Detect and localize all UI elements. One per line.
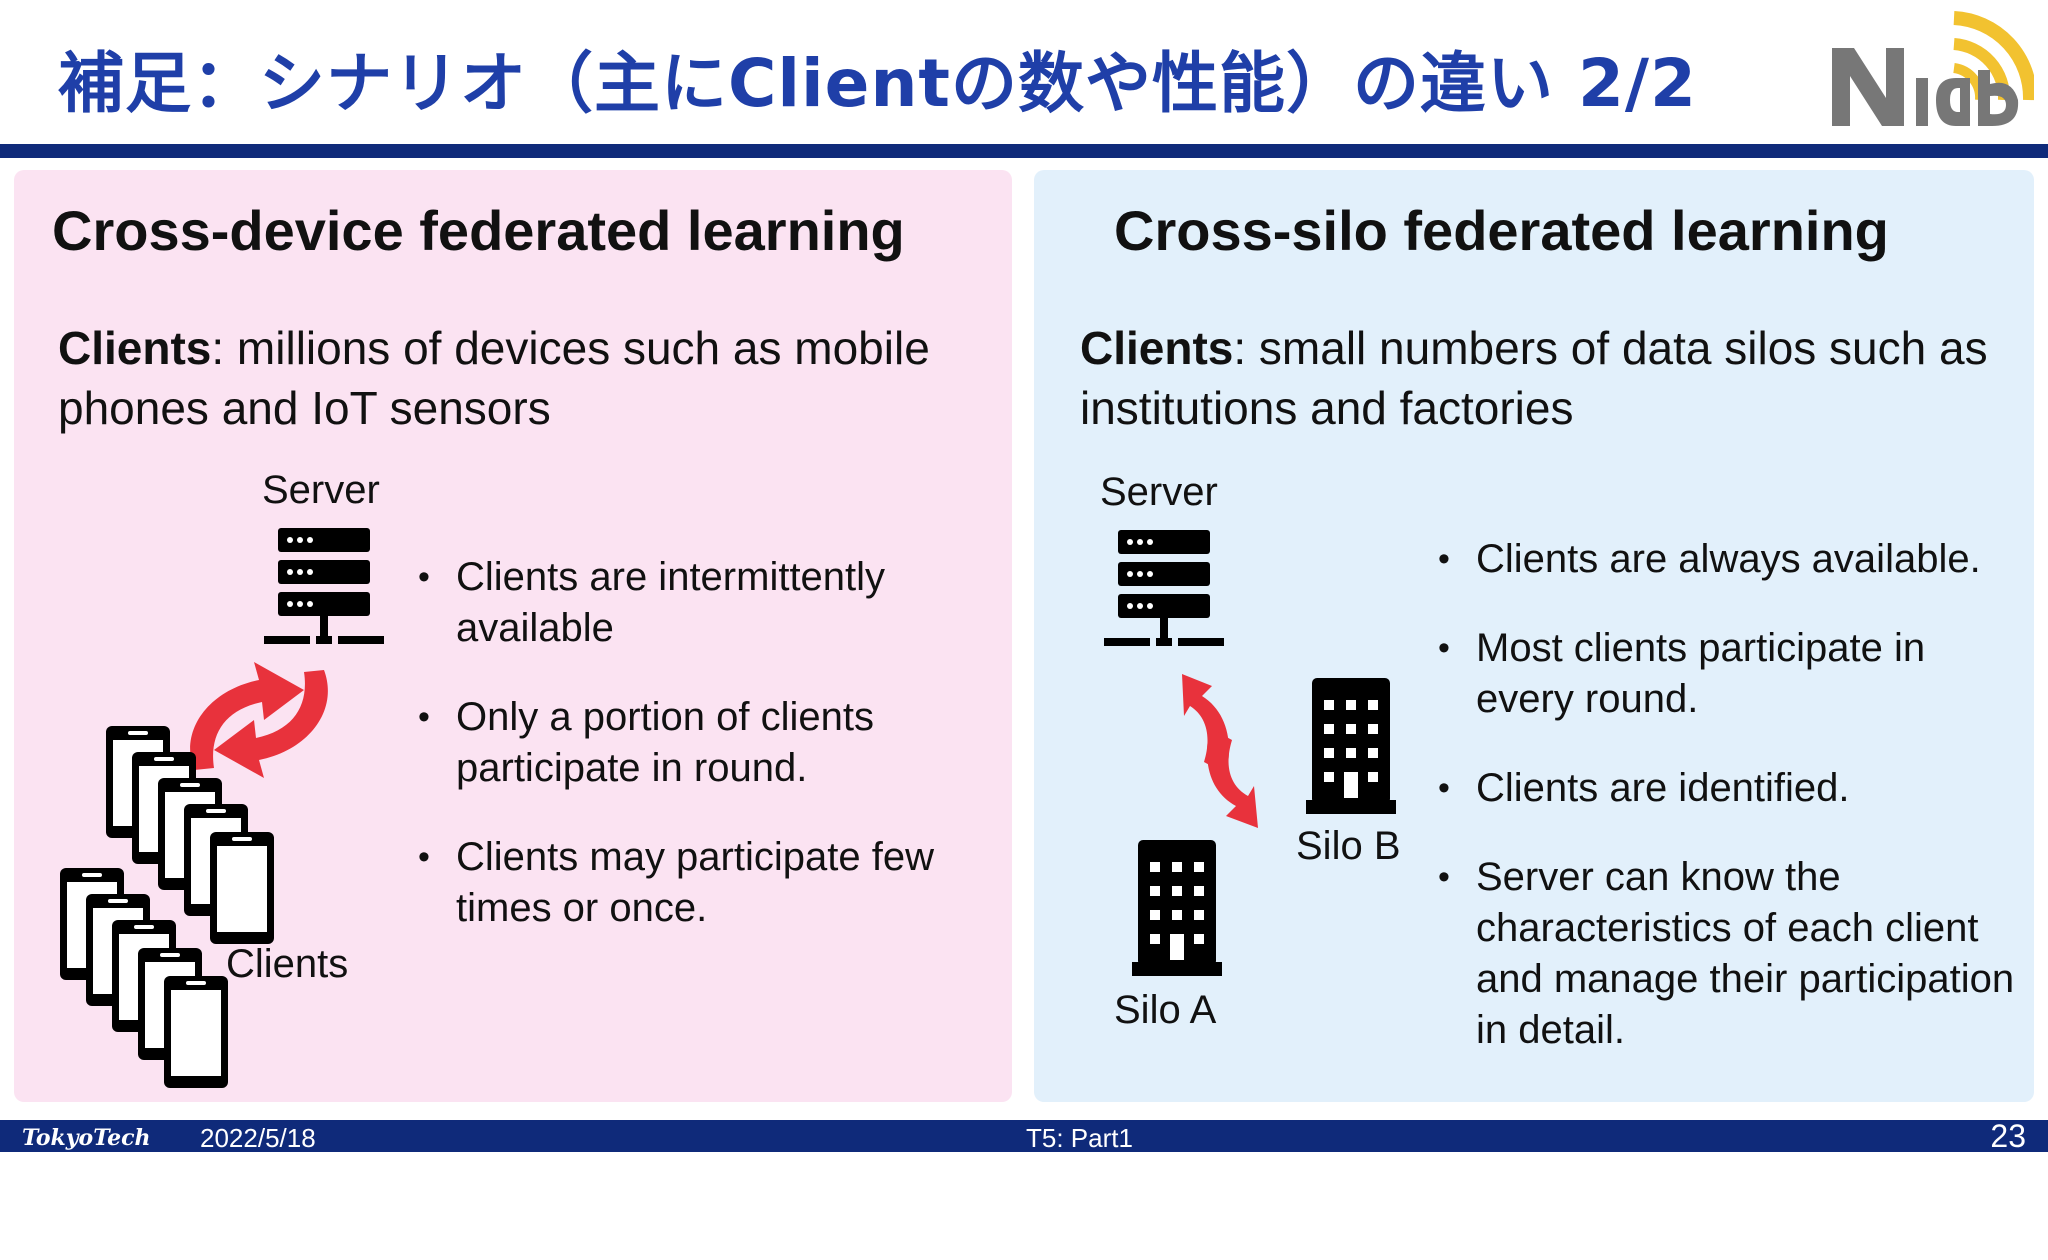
server-label: Server bbox=[1100, 470, 1218, 514]
cross-silo-description: Clients: small numbers of data silos suc… bbox=[1080, 318, 2010, 438]
title-rule bbox=[0, 144, 2048, 158]
cross-device-heading: Cross-device federated learning bbox=[52, 199, 905, 262]
server-icon bbox=[1104, 530, 1224, 646]
clients-term: Clients bbox=[1080, 322, 1234, 374]
silo-b-label: Silo B bbox=[1296, 824, 1401, 868]
phone-stack-icon bbox=[60, 726, 274, 1088]
cross-device-bullets: Clients are intermittently available Onl… bbox=[416, 552, 976, 934]
list-item: Server can know the characteristics of e… bbox=[1436, 852, 2016, 1056]
sync-arrows-icon bbox=[190, 662, 328, 778]
building-icon bbox=[1306, 678, 1396, 814]
server-icon bbox=[264, 528, 384, 644]
cross-silo-bullets: Clients are always available. Most clien… bbox=[1436, 534, 2016, 1056]
list-item: Most clients participate in every round. bbox=[1436, 623, 2016, 725]
list-item: Clients are intermittently available bbox=[416, 552, 976, 654]
server-label: Server bbox=[262, 468, 380, 512]
clients-term: Clients bbox=[58, 322, 212, 374]
page-number: 23 bbox=[1990, 1118, 2026, 1154]
clients-description: : small numbers of data silos such as in… bbox=[1080, 322, 1988, 434]
silo-a-label: Silo A bbox=[1114, 988, 1217, 1032]
clients-figure-label: Clients bbox=[226, 942, 349, 986]
cross-silo-heading: Cross-silo federated learning bbox=[1114, 199, 1889, 262]
list-item: Clients may participate few times or onc… bbox=[416, 832, 976, 934]
list-item: Clients are always available. bbox=[1436, 534, 2016, 585]
cross-silo-panel: Cross-silo federated learning Clients: s… bbox=[1034, 170, 2034, 1102]
nlab-logo bbox=[1832, 11, 2034, 126]
sync-arrows-icon bbox=[1182, 674, 1258, 828]
footer-brand: TokyoTech bbox=[22, 1125, 151, 1151]
cross-device-description: Clients: millions of devices such as mob… bbox=[58, 318, 988, 438]
building-icon bbox=[1132, 840, 1222, 976]
footer-bar: TokyoTech 2022/5/18 T5: Part1 23 bbox=[0, 1118, 2048, 1154]
footer-session: T5: Part1 bbox=[1026, 1123, 1133, 1153]
cross-device-panel: Cross-device federated learning Clients:… bbox=[14, 170, 1012, 1102]
footer-date: 2022/5/18 bbox=[200, 1123, 316, 1153]
list-item: Clients are identified. bbox=[1436, 763, 2016, 814]
clients-description: : millions of devices such as mobile pho… bbox=[58, 322, 930, 434]
slide-title: 補足：シナリオ（主にClientの数や性能）の違い 2/2 bbox=[58, 45, 1697, 122]
list-item: Only a portion of clients participate in… bbox=[416, 692, 976, 794]
